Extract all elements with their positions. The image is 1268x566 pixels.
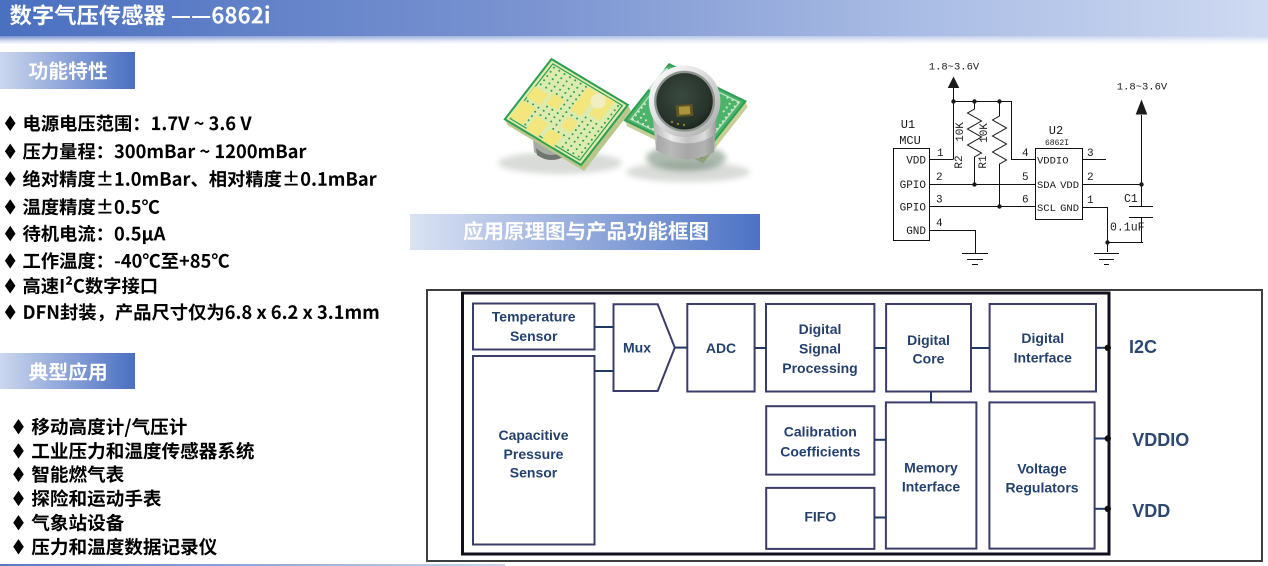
svg-text:Pressure: Pressure: [504, 446, 564, 462]
svg-text:Core: Core: [913, 351, 945, 367]
svg-text:Signal: Signal: [799, 341, 841, 357]
svg-text:GPIO: GPIO: [900, 203, 927, 215]
svg-text:4: 4: [1022, 148, 1029, 160]
svg-text:U1: U1: [901, 118, 915, 132]
svg-text:Sensor: Sensor: [510, 464, 558, 480]
svg-text:6862I: 6862I: [1045, 139, 1069, 148]
svg-text:Calibration: Calibration: [784, 423, 857, 439]
svg-text:R2: R2: [954, 155, 966, 168]
svg-text:VDD: VDD: [1132, 501, 1170, 521]
svg-text:2: 2: [1087, 172, 1094, 184]
svg-text:Mux: Mux: [623, 340, 651, 356]
svg-text:Interface: Interface: [1014, 350, 1073, 366]
svg-text:Sensor: Sensor: [510, 328, 558, 344]
svg-text:Interface: Interface: [902, 478, 961, 494]
svg-text:MCU: MCU: [899, 134, 921, 148]
svg-text:SCL: SCL: [1037, 203, 1056, 215]
svg-text:Digital: Digital: [1021, 330, 1064, 346]
svg-text:VDDIO: VDDIO: [1037, 156, 1069, 168]
svg-text:6: 6: [1022, 195, 1029, 207]
svg-text:Coefficients: Coefficients: [780, 444, 860, 460]
svg-text:VDD: VDD: [906, 156, 926, 168]
svg-text:10K: 10K: [979, 123, 991, 143]
svg-text:Voltage: Voltage: [1017, 461, 1067, 477]
svg-text:ADC: ADC: [706, 340, 736, 356]
svg-text:Memory: Memory: [904, 460, 958, 476]
svg-text:1: 1: [1087, 195, 1094, 207]
svg-text:5: 5: [1022, 172, 1029, 184]
svg-text:1: 1: [937, 148, 944, 160]
svg-text:GND: GND: [1060, 203, 1079, 215]
svg-text:GND: GND: [906, 226, 926, 238]
svg-text:SDA: SDA: [1037, 180, 1057, 192]
svg-text:1.8~3.6V: 1.8~3.6V: [929, 62, 980, 74]
svg-text:Capacitive: Capacitive: [498, 427, 568, 443]
svg-text:3: 3: [1087, 148, 1094, 160]
svg-text:1.8~3.6V: 1.8~3.6V: [1117, 82, 1168, 94]
svg-text:0.1uF: 0.1uF: [1110, 222, 1145, 235]
svg-text:I2C: I2C: [1129, 337, 1157, 357]
svg-text:GPIO: GPIO: [900, 180, 927, 192]
svg-text:FIFO: FIFO: [804, 509, 836, 525]
svg-text:Temperature: Temperature: [492, 308, 576, 324]
svg-text:Digital: Digital: [799, 321, 842, 337]
svg-text:VDD: VDD: [1060, 180, 1079, 192]
svg-text:U2: U2: [1049, 124, 1063, 138]
svg-text:Regulators: Regulators: [1005, 479, 1078, 495]
svg-text:4: 4: [936, 218, 943, 230]
svg-text:VDDIO: VDDIO: [1132, 430, 1189, 450]
svg-text:Digital: Digital: [907, 332, 950, 348]
svg-text:3: 3: [936, 195, 943, 207]
svg-text:Processing: Processing: [782, 360, 857, 376]
svg-text:C1: C1: [1124, 193, 1138, 206]
svg-text:2: 2: [936, 172, 943, 184]
svg-text:R1: R1: [978, 155, 990, 169]
svg-text:10K: 10K: [955, 122, 967, 142]
